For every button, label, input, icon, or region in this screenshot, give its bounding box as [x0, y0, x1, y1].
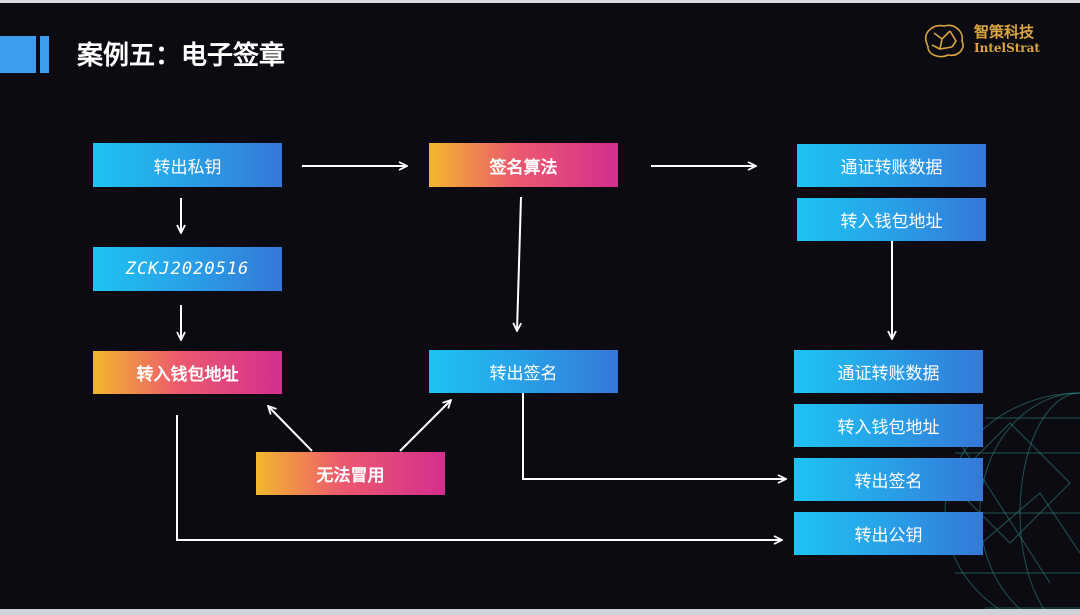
- page-title: 案例五：电子签章: [77, 41, 286, 71]
- arrow-algorithm-to-signature: [517, 196, 521, 331]
- logo-brain-icon: [924, 24, 964, 58]
- title-accent-block: [0, 36, 36, 73]
- node-sign-algorithm: 签名算法: [429, 143, 618, 187]
- node-cannot-forge: 无法冒用: [256, 452, 445, 495]
- node-in-wallet-left: 转入钱包地址: [93, 351, 282, 394]
- title-accent-bar: [40, 36, 49, 73]
- node-in-wallet-top: 转入钱包地址: [797, 198, 986, 241]
- node-out-private-key: 转出私钥: [93, 143, 282, 187]
- node-out-signature-right: 转出签名: [794, 458, 983, 501]
- arrow-forge-to-signature: [399, 400, 451, 452]
- arrow-signature-to-right-signature: [522, 393, 786, 479]
- slide: 案例五：电子签章 智策科技 IntelStrat: [0, 3, 1080, 609]
- node-in-wallet-bottom: 转入钱包地址: [794, 404, 983, 447]
- node-transfer-data-top: 通证转账数据: [797, 144, 986, 187]
- logo-name-en: IntelStrat: [974, 41, 1040, 55]
- node-out-public-key: 转出公钥: [794, 512, 983, 555]
- node-transfer-data-bottom: 通证转账数据: [794, 350, 983, 393]
- diagram-connectors: [176, 3, 1080, 609]
- arrow-wallet-to-public-key: [176, 415, 782, 540]
- node-key-value: ZCKJ2020516: [93, 247, 282, 291]
- bottom-bar: [0, 609, 1080, 615]
- arrow-forge-to-wallet: [268, 406, 313, 452]
- node-out-signature-mid: 转出签名: [429, 350, 618, 393]
- logo-name-cn: 智策科技: [974, 23, 1035, 41]
